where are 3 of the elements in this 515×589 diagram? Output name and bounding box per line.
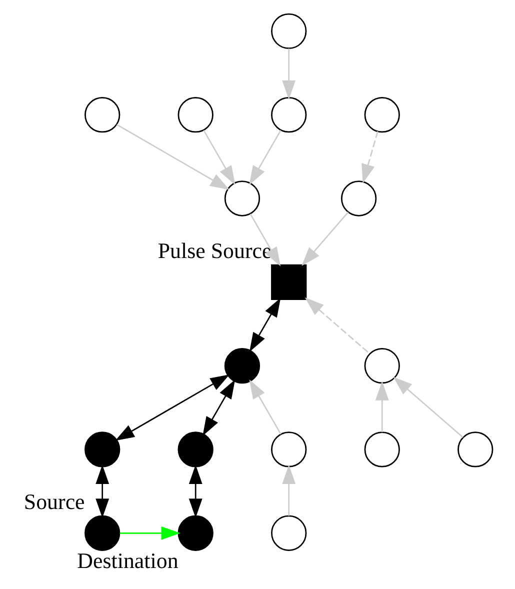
node-label: Pulse Source xyxy=(157,238,272,263)
node-label: Destination xyxy=(76,548,178,573)
node-label: Source xyxy=(23,488,84,514)
